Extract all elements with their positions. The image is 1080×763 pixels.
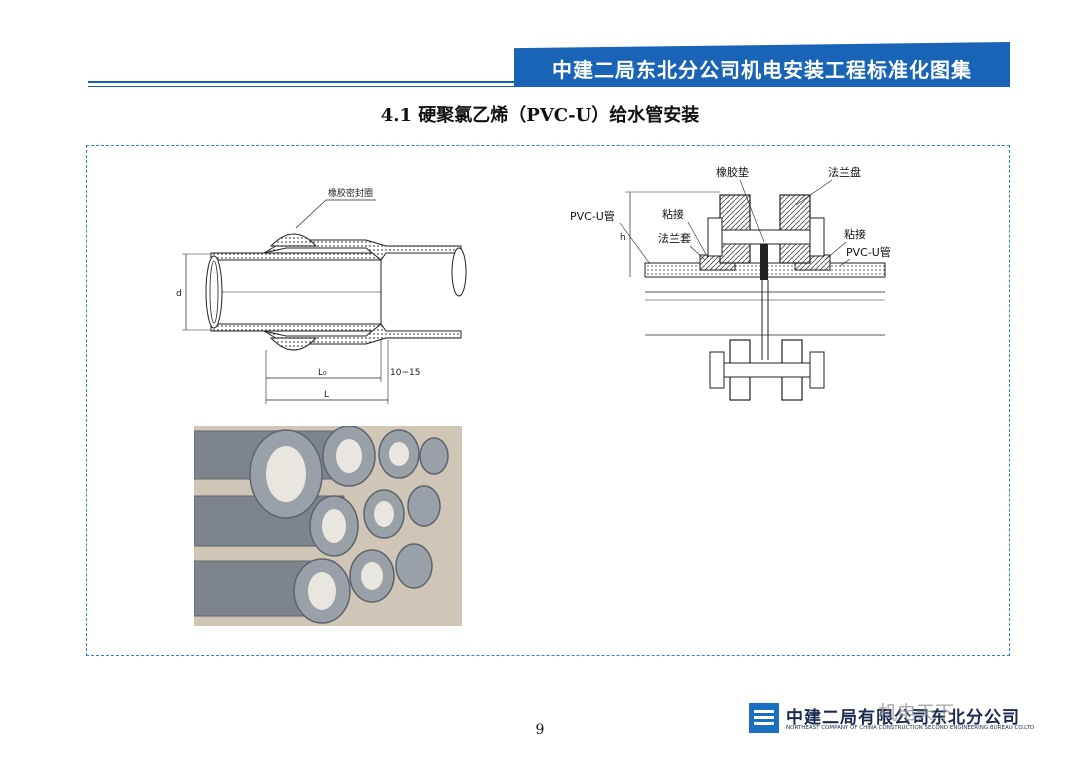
rubber-gasket [760, 240, 768, 280]
right-flange-plate [779, 194, 811, 264]
header-title: 中建二局东北分公司机电安装工程标准化图集 [552, 58, 972, 82]
section-title: 4.1 硬聚氯乙烯（PVC-U）给水管安装 [380, 105, 700, 126]
pvc-pipe-right-label: PVC-U管 [846, 245, 891, 259]
dim-l0-label: L₀ [318, 368, 327, 378]
bond-right-label: 粘接 [844, 227, 866, 241]
spigot-end [205, 255, 223, 329]
footer-company-english: NORTHEAST COMPANY OF CHINA CONSTRUCTION … [786, 725, 1035, 731]
bolt-top [709, 229, 823, 245]
socket-end [451, 247, 467, 297]
watermark: 机电天下 [878, 702, 955, 724]
footer-company-name: 中建二局有限公司东北分公司 [786, 708, 1020, 728]
flange-plate-label: 法兰盘 [828, 165, 861, 179]
content-frame [86, 145, 1010, 656]
seal-ring-top [269, 233, 318, 247]
socket-joint-drawing: 橡胶密封圈 d L₀ 10~15 L [176, 187, 467, 404]
seal-ring-bottom [269, 337, 318, 351]
cscec-logo-icon [749, 703, 779, 733]
spigot-pipe-wall-top [210, 252, 382, 261]
company-logo [749, 703, 779, 733]
flange-sleeve-label: 法兰套 [658, 231, 691, 245]
header-banner [514, 42, 1010, 86]
flange-joint-drawing: h 橡胶垫 法兰盘 PVC-U管 粘接 法兰套 粘接 PVC-U管 [570, 165, 891, 401]
dim-h-label: h [620, 233, 626, 243]
left-flange-plate [719, 194, 751, 264]
dim-gap-label: 10~15 [390, 368, 420, 378]
dim-l-label: L [324, 390, 329, 400]
dim-d-label: d [176, 289, 182, 299]
bolt-bottom [711, 362, 823, 378]
spigot-pipe-wall-bottom [210, 323, 382, 332]
header-rule-bottom [88, 86, 1010, 87]
bond-left-label: 粘接 [662, 207, 684, 221]
pvc-pipe-left-label: PVC-U管 [570, 209, 615, 223]
page-number: 9 [535, 722, 545, 738]
seal-ring-label: 橡胶密封圈 [328, 187, 373, 199]
rubber-gasket-label: 橡胶垫 [716, 165, 749, 179]
pvc-pipes-illustration [194, 426, 462, 626]
pvc-pipes-photo [194, 426, 462, 626]
